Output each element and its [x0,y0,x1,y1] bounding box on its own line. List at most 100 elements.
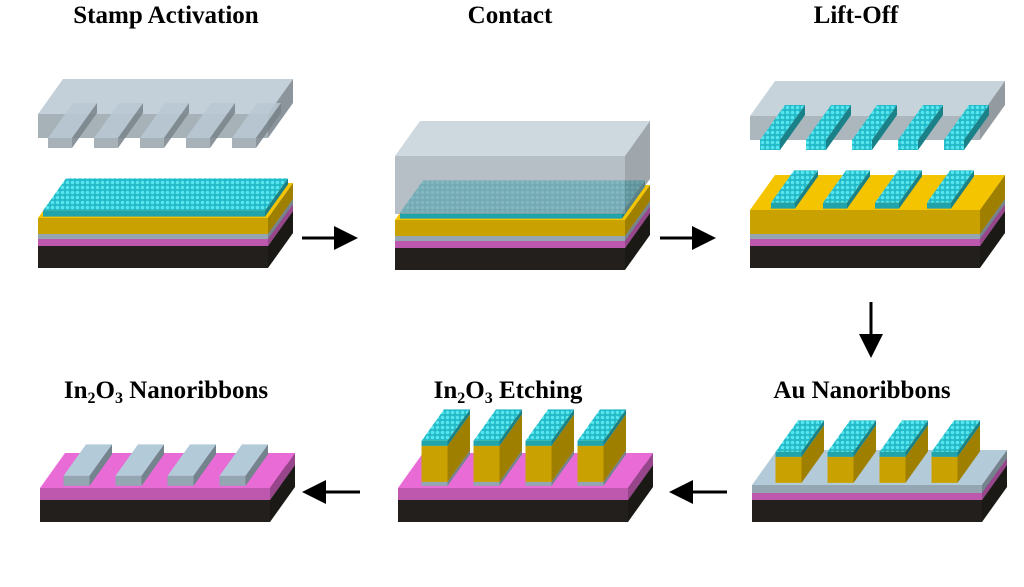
in2o3-layer-front [38,234,268,239]
nanowire-cap-side [551,409,574,446]
nanowire-cap-top [931,420,980,452]
in2o3-ribbon-front [473,481,500,486]
au-layer-side [625,185,650,236]
nanowire-stripe-side [951,170,974,209]
nanowire-stripe-top [771,170,818,203]
substrate-side [625,213,650,270]
substrate-front [395,248,625,270]
au-nanoribbon-side [853,425,876,483]
nanowire-cap-front [473,440,500,446]
stamp-ridge-with-wires-front [852,140,872,150]
nanowire-cap-top [879,420,928,452]
stamp-ridge-with-wires-top [944,105,989,140]
au-nanoribbon-front [827,456,854,483]
nanowire-stripe-front [927,202,951,209]
substrate-side [628,465,653,522]
au-layer-side [268,183,293,234]
nanowire-cap-side [957,420,980,457]
stamp-ridge-with-wires-side [964,105,989,150]
label-au-nanoribbons: Au Nanoribbons [773,377,951,404]
nanowire-stripe-top [875,170,922,203]
nanowire-cap-top [473,409,522,441]
nanowire-cap-front [577,440,604,446]
nanowire-cap-top [827,420,876,452]
nanowire-stripe-front [771,202,795,209]
pdms-stamp-contact-side [625,121,650,214]
in2o3-nanoribbon-top [219,444,268,476]
sio2-layer-front [398,488,628,500]
nanowire-film-front [400,212,622,219]
stamp-ridge-front [232,138,256,148]
stamp-ridge-front [140,138,164,148]
in2o3-layer-front [752,485,982,493]
stamp-ridge-top [232,103,281,138]
pdms-stamp-contact-top [395,121,650,156]
stamp-ridge-with-wires-top [806,105,851,140]
stamp-ridge-side [210,103,235,148]
stamp-ridge-front [94,138,118,148]
au-nanoribbon-side [499,414,522,482]
nanowire-film-front [43,210,265,217]
au-nanoribbon-side [551,414,574,482]
sio2-layer-front [752,493,982,500]
nanowire-cap-side [801,420,824,457]
stamp-ridge-front [48,138,72,148]
in2o3-nanoribbon-front [115,475,142,486]
sio2-layer-side [268,204,293,246]
nanowire-film-side [265,178,288,217]
substrate-front [752,500,982,522]
stamp-ridge-top [140,103,189,138]
in2o3-layer-side [268,199,293,239]
nanowire-film-top [43,178,288,211]
nanowire-stripe-top [927,170,974,203]
stamp-ridge-top [94,103,143,138]
label-lift-off: Lift-Off [813,2,899,29]
substrate-side [980,211,1005,268]
nanowire-stripe-side [795,170,818,209]
stamp-ridge-top [186,103,235,138]
stamp-ridge-with-wires-top [852,105,897,140]
sio2-layer-side [625,206,650,248]
sio2-layer-side [628,453,653,500]
au-nanoribbon-front [421,445,448,482]
stamp-ridge-side [256,103,281,148]
pdms-stamp-side [980,81,1005,140]
in2o3-ribbon-side [447,450,470,486]
nanowire-stripe-front [823,202,847,209]
in2o3-layer-front [395,236,625,241]
nanowire-cap-side [853,420,876,457]
step-au-nanoribbons-art [752,420,1007,522]
stamp-ridge-top [48,103,97,138]
nanowire-cap-front [827,451,854,457]
label-in2o3-etching: In2O3 Etching [433,377,583,407]
stamp-ridge-with-wires-front [944,140,964,150]
in2o3-nanoribbon-front [167,475,194,486]
step-contact-art [395,121,650,270]
in2o3-ribbon-side [499,450,522,486]
in2o3-layer-side [982,450,1007,493]
label-contact: Contact [467,2,553,29]
stamp-ridge-with-wires-side [780,105,805,150]
substrate-front [40,500,270,522]
sio2-layer-side [980,204,1005,246]
stamp-ridge-front [186,138,210,148]
nanowire-cap-front [421,440,448,446]
nanowire-cap-front [525,440,552,446]
sio2-layer-front [395,241,625,248]
in2o3-ribbon-side [603,450,626,486]
stamp-ridge-with-wires-side [872,105,897,150]
nanowire-cap-top [421,409,470,441]
in2o3-layer-front [750,234,980,239]
substrate-front [398,500,628,522]
in2o3-nanoribbon-side [193,444,216,486]
substrate-side [982,465,1007,522]
stamp-ridge-with-wires-front [806,140,826,150]
au-nanoribbon-front [525,445,552,482]
au-nanoribbon-side [603,414,626,482]
au-nanoribbon-front [775,456,802,483]
in2o3-layer-side [980,199,1005,239]
in2o3-nanoribbon-side [245,444,268,486]
nanowire-cap-side [447,409,470,446]
nanowire-cap-side [499,409,522,446]
au-nanoribbon-front [931,456,958,483]
